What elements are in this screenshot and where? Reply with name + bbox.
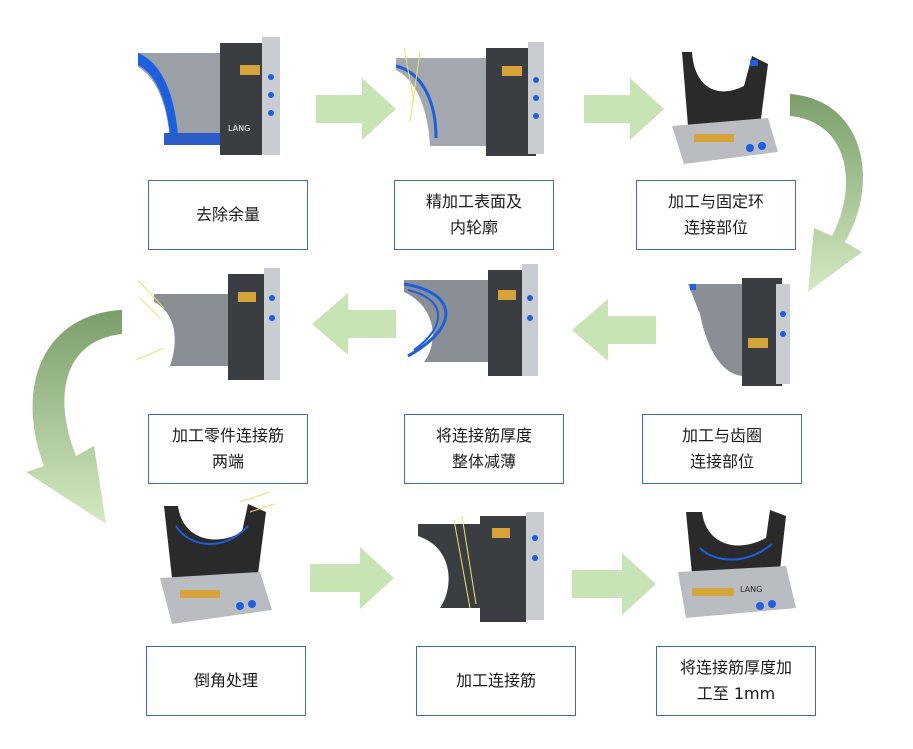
step-3-image <box>672 52 778 164</box>
step-3-label: 加工与固定环 连接部位 <box>636 180 796 250</box>
step-9-brand: LANG <box>740 585 762 594</box>
step-1-image: LANG <box>138 37 280 155</box>
step-8-label: 加工连接筋 <box>416 646 576 716</box>
flow-arrow-7-8 <box>310 547 394 609</box>
step-2-label: 精加工表面及 内轮廓 <box>394 180 554 250</box>
step-2-image <box>395 42 544 156</box>
step-7-image <box>160 492 275 624</box>
step-4-image <box>688 278 790 386</box>
step-9-image: LANG <box>678 510 796 618</box>
curved-arrow-3-4 <box>790 94 863 292</box>
step-5-label: 将连接筋厚度 整体减薄 <box>404 414 564 484</box>
curved-arrow-6-7 <box>26 310 122 524</box>
flow-arrow-5-6 <box>312 293 396 355</box>
step-1-label: 去除余量 <box>148 180 308 250</box>
step-6-label: 加工零件连接筋 两端 <box>148 414 308 484</box>
step-9-label: 将连接筋厚度加 工至 1mm <box>656 646 816 716</box>
step-4-label: 加工与齿圈 连接部位 <box>642 414 802 484</box>
step-6-image <box>135 268 280 380</box>
flow-arrow-4-5 <box>572 299 656 361</box>
flow-arrow-1-2 <box>316 78 396 140</box>
step-8-image <box>418 512 544 622</box>
step-7-label: 倒角处理 <box>146 646 306 716</box>
step-1-brand: LANG <box>228 124 250 133</box>
flow-arrow-8-9 <box>572 553 656 615</box>
flow-arrow-2-3 <box>584 78 664 140</box>
step-5-image <box>403 264 538 376</box>
